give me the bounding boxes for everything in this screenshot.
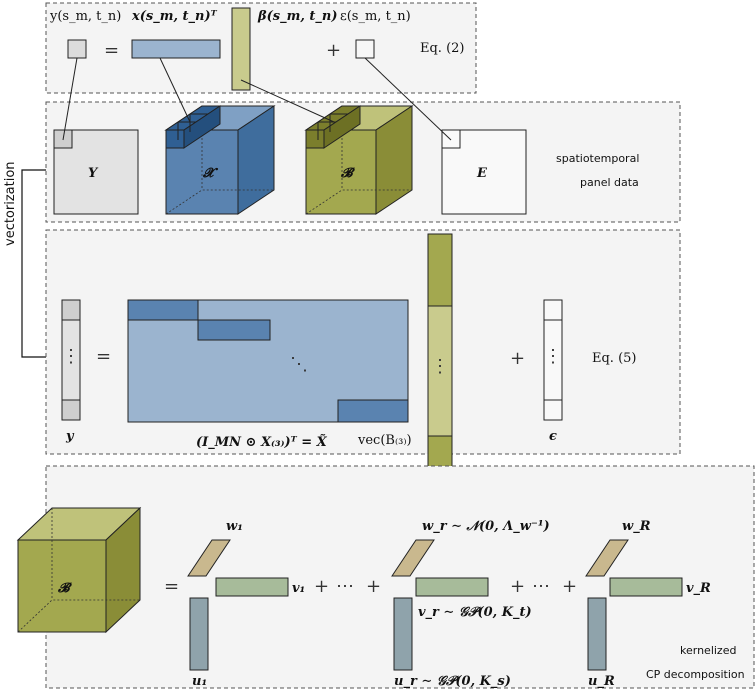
eq5-equation-number: Eq. (5) bbox=[592, 351, 637, 366]
eps-vector-label: ϵ bbox=[549, 429, 557, 444]
panel-data-caption-2: panel data bbox=[580, 176, 639, 189]
eq2-eps-label: ε(s_m, t_n) bbox=[340, 9, 411, 24]
connector-eps bbox=[364, 57, 452, 141]
design-matrix-label: (I_MN ⊙ X₍₃₎)ᵀ = X̃ bbox=[196, 434, 328, 450]
cp-plus-4: + bbox=[562, 576, 577, 597]
cp-plus-1: + bbox=[314, 576, 329, 597]
w1-vector bbox=[187, 539, 231, 577]
vR-vector bbox=[609, 577, 683, 597]
x-tensor-cube bbox=[164, 105, 276, 215]
cp-caption-1: kernelized bbox=[680, 644, 736, 657]
eq2-equals: = bbox=[104, 40, 119, 61]
v1-label: v₁ bbox=[292, 581, 305, 596]
vR-label: v_R bbox=[686, 581, 711, 596]
eq2-x-label: x(s_m, t_n)ᵀ bbox=[131, 9, 218, 24]
wR-vector bbox=[585, 539, 629, 577]
u1-label: u₁ bbox=[192, 674, 207, 689]
vec-b-label: vec(B₍₃₎) bbox=[357, 433, 412, 448]
b-tensor-cube bbox=[304, 105, 414, 215]
eq2-x-row-vector bbox=[131, 39, 221, 59]
cp-plus-2: + bbox=[366, 576, 381, 597]
u1-vector bbox=[189, 597, 209, 671]
eq2-lhs-label: y(s_m, t_n) bbox=[49, 9, 121, 24]
design-matrix bbox=[127, 299, 409, 423]
ur-vector bbox=[393, 597, 413, 671]
eq2-panel bbox=[45, 2, 477, 94]
cp-b-tensor-label: 𝓑 bbox=[57, 581, 72, 596]
connector-beta bbox=[240, 79, 335, 123]
y-matrix-label: Y bbox=[88, 166, 99, 181]
eq5-equals: = bbox=[96, 346, 111, 367]
cp-plus-3: + bbox=[510, 576, 525, 597]
cp-dots-1: ⋯ bbox=[336, 576, 354, 597]
y-vector-label: y bbox=[65, 429, 75, 444]
vr-vector bbox=[415, 577, 489, 597]
uR-vector bbox=[587, 597, 607, 671]
cp-equals: = bbox=[164, 576, 179, 597]
eq2-plus: + bbox=[326, 40, 341, 61]
eps-vector-vdots: ⋮ bbox=[544, 346, 562, 367]
cp-dots-2: ⋯ bbox=[532, 576, 550, 597]
eq2-beta-label: β(s_m, t_n) bbox=[257, 9, 338, 24]
eq2-beta-column-vector bbox=[231, 7, 251, 91]
connector-y bbox=[62, 57, 78, 141]
e-matrix-label: E bbox=[476, 166, 488, 181]
ur-label: u_r ∼ 𝒢𝒫(0, K_s) bbox=[394, 674, 511, 689]
w1-label: w₁ bbox=[226, 519, 243, 534]
design-matrix-ddots: ⋱ bbox=[290, 354, 308, 375]
eq2-eps-scalar bbox=[355, 39, 375, 59]
vec-b-vdots: ⋮ bbox=[431, 356, 449, 377]
panel-data-caption-1: spatiotemporal bbox=[556, 152, 639, 165]
eq2-equation-number: Eq. (2) bbox=[420, 41, 465, 56]
eps-vector bbox=[543, 299, 563, 421]
vr-label: v_r ∼ 𝒢𝒫(0, K_t) bbox=[418, 605, 532, 620]
cp-caption-2: CP decomposition bbox=[646, 668, 745, 681]
wR-label: w_R bbox=[622, 519, 651, 534]
connector-x bbox=[159, 57, 191, 123]
cp-b-tensor-cube bbox=[16, 506, 142, 634]
uR-label: u_R bbox=[588, 674, 615, 689]
y-vector bbox=[61, 299, 81, 421]
y-vector-vdots: ⋮ bbox=[62, 346, 80, 367]
wr-vector bbox=[391, 539, 435, 577]
e-matrix-element bbox=[441, 129, 461, 149]
vectorization-arrow bbox=[21, 169, 60, 362]
v1-vector bbox=[215, 577, 289, 597]
wr-label: w_r ∼ 𝒩(0, Λ_w⁻¹) bbox=[422, 519, 550, 534]
b-tensor-label: 𝓑 bbox=[340, 166, 355, 181]
vectorization-label: vectorization bbox=[3, 161, 18, 246]
eq2-y-scalar bbox=[67, 39, 87, 59]
eq5-plus: + bbox=[510, 348, 525, 369]
